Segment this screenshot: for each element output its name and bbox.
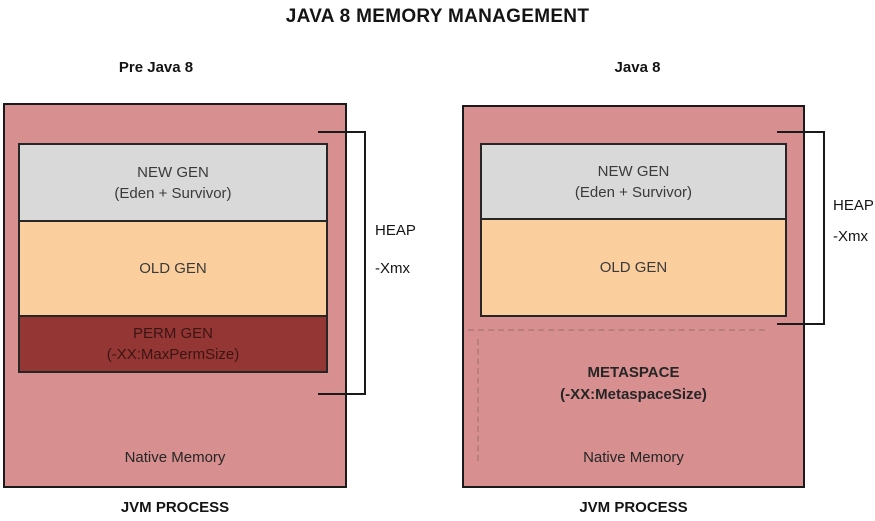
pre-java8-jvm-process-label: JVM PROCESS [120,499,230,516]
java8-native-memory-label: Native Memory [583,449,684,466]
pre-java8-heap-bracket [318,131,366,395]
new-gen-label: NEW GEN [597,162,670,180]
java8-jvm-process-box: NEW GEN (Eden + Survivor) OLD GEN METASP… [462,105,805,488]
pre-java8-new-gen-region: NEW GEN (Eden + Survivor) [18,143,328,220]
new-gen-label: NEW GEN [137,163,209,181]
old-gen-label: OLD GEN [139,260,207,277]
pre-java8-native-memory-label: Native Memory [124,449,226,466]
metaspace-dashed-top-boundary [468,329,765,331]
java8-old-gen-region: OLD GEN [480,218,787,317]
java8-heap-label: HEAP [833,197,874,214]
metaspace-label: METASPACE [587,364,680,381]
pre-java8-heap-label: HEAP [375,222,416,239]
pre-java8-heading: Pre Java 8 [118,59,194,76]
pre-java8-old-gen-region: OLD GEN [18,220,328,315]
java8-heading: Java 8 [614,59,661,76]
java8-heap-bracket [777,131,825,325]
perm-gen-sublabel: (-XX:MaxPermSize) [106,346,240,363]
java8-new-gen-region: NEW GEN (Eden + Survivor) [480,143,787,218]
java8-metaspace-region-label: METASPACE (-XX:MetaspaceSize) [464,362,803,406]
new-gen-sublabel: (Eden + Survivor) [114,184,232,202]
metaspace-sublabel: (-XX:MetaspaceSize) [560,386,707,403]
pre-java8-jvm-process-box: NEW GEN (Eden + Survivor) OLD GEN PERM G… [3,103,347,488]
new-gen-sublabel: (Eden + Survivor) [574,183,693,201]
diagram-title: JAVA 8 MEMORY MANAGEMENT [285,6,590,27]
pre-java8-perm-gen-region: PERM GEN (-XX:MaxPermSize) [18,315,328,373]
metaspace-dashed-left-boundary [477,339,479,461]
perm-gen-label: PERM GEN [132,325,213,342]
pre-java8-xmx-label: -Xmx [375,260,410,277]
java8-jvm-process-label: JVM PROCESS [579,499,688,516]
old-gen-label: OLD GEN [599,259,668,276]
java8-xmx-label: -Xmx [833,228,868,245]
